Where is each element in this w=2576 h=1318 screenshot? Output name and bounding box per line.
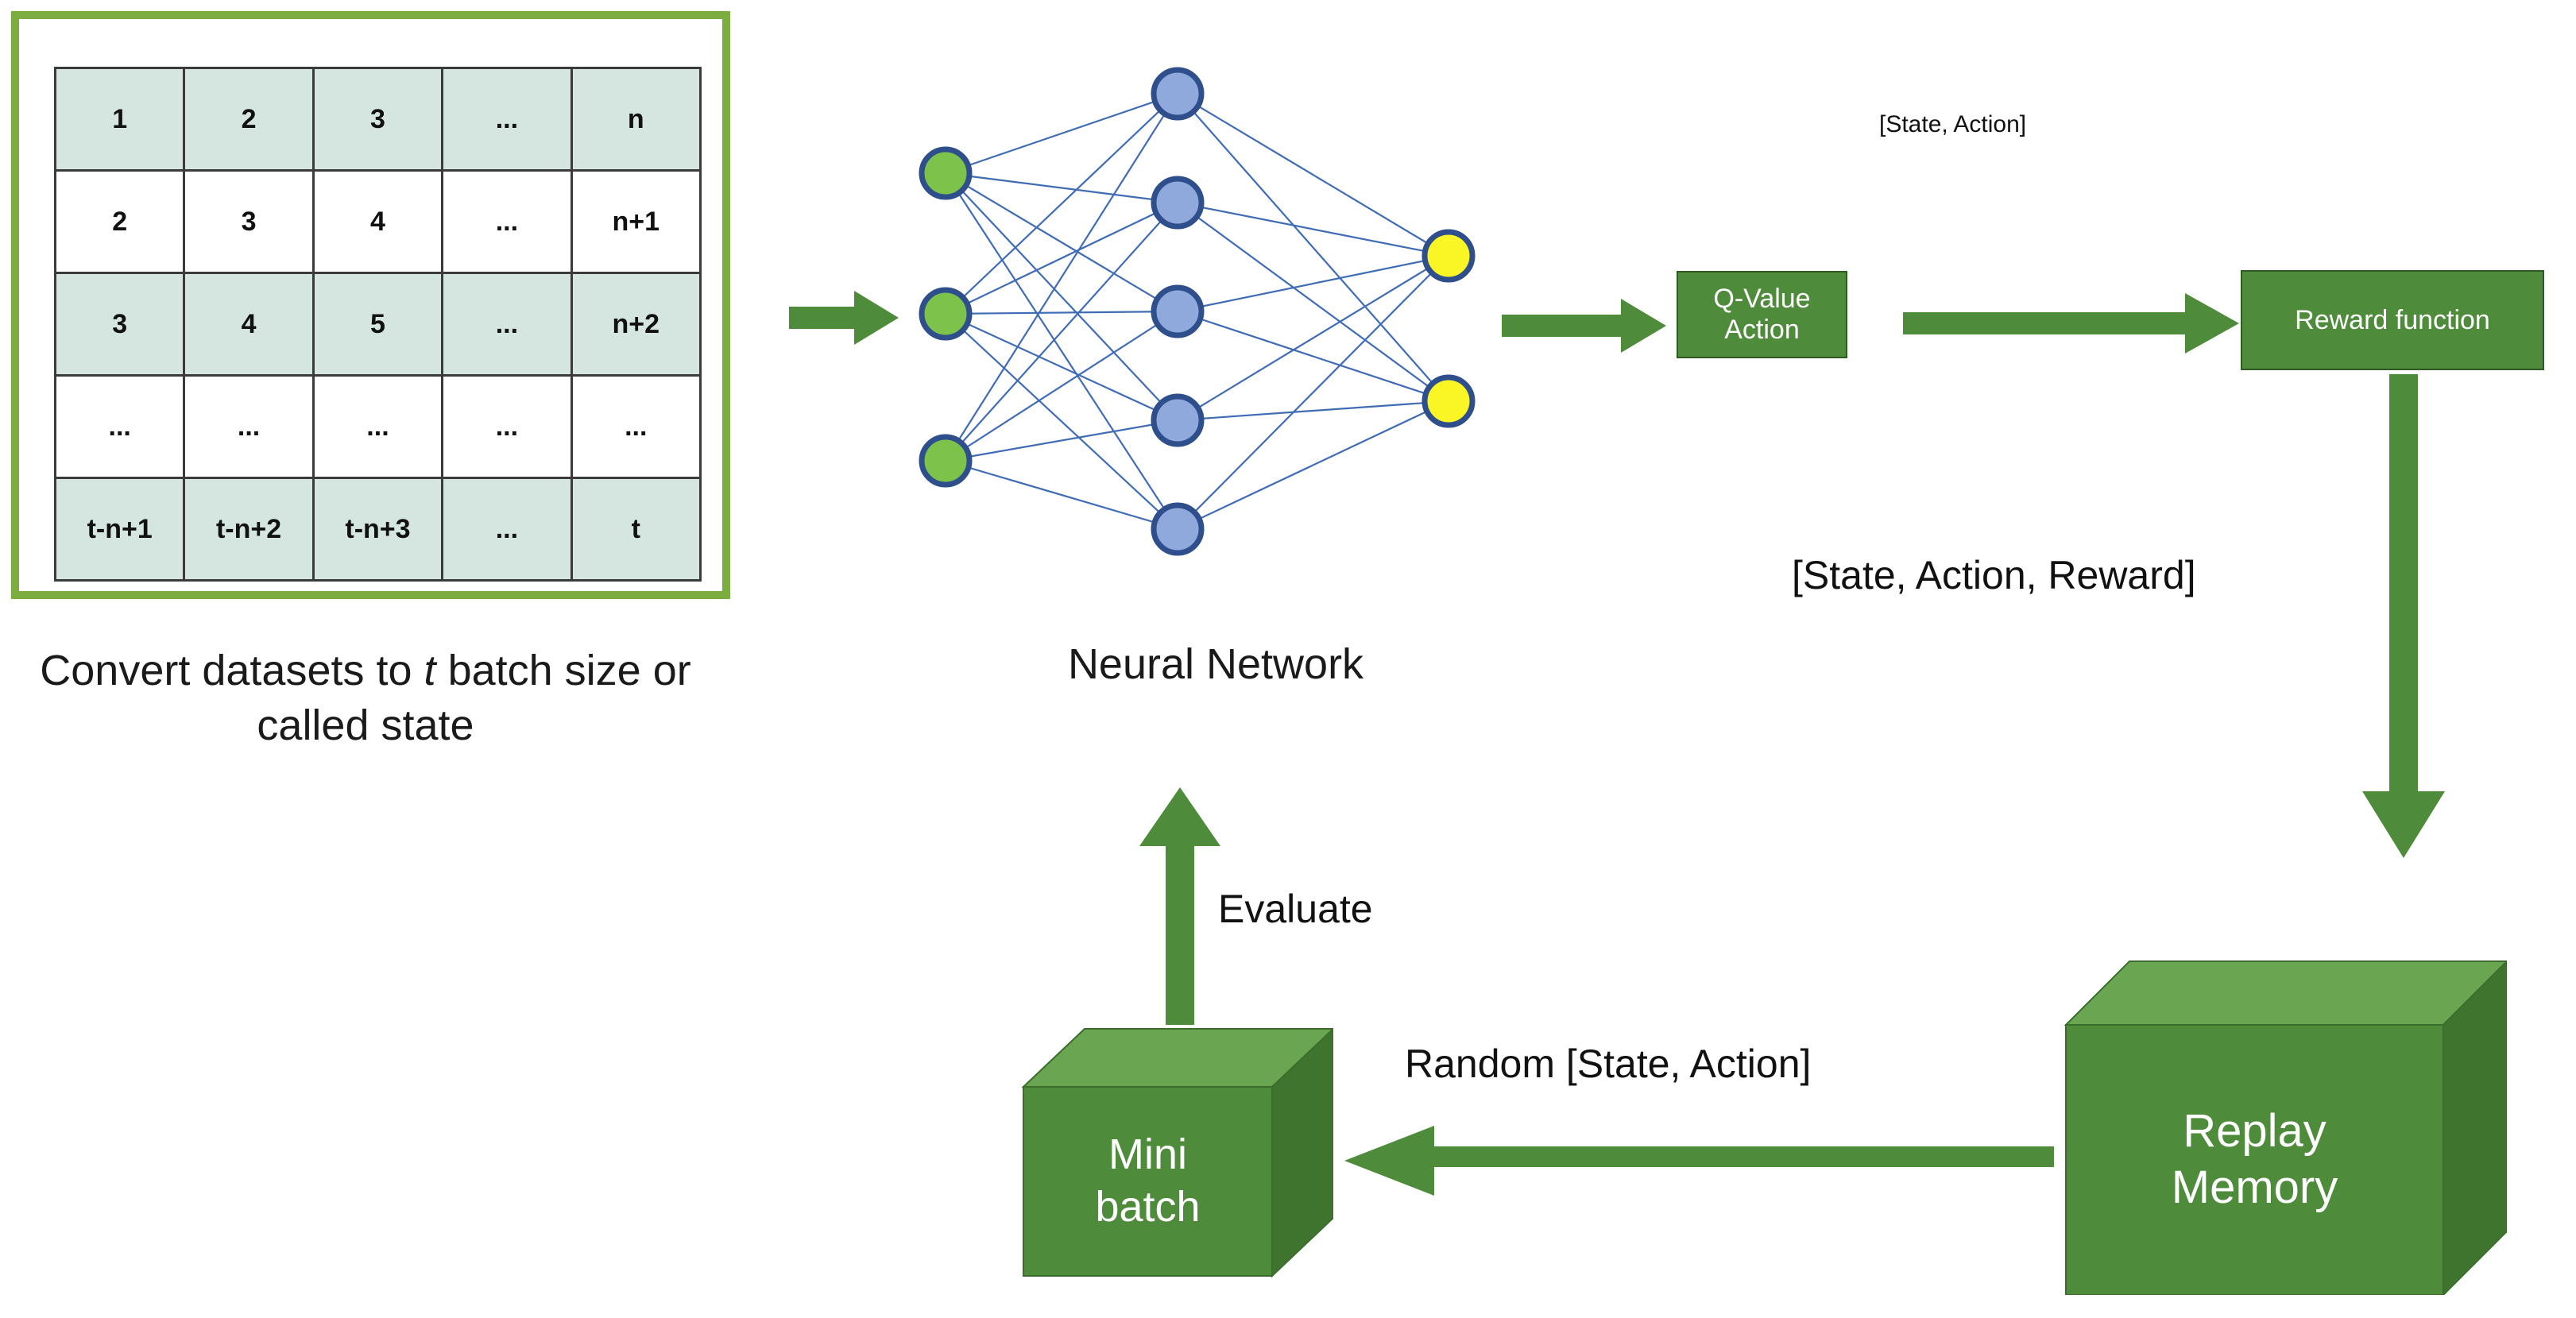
table-row: 2 3 4 ... n+1 xyxy=(53,169,702,274)
arrow-qvalue-to-reward xyxy=(1903,293,2239,354)
output-node xyxy=(1421,374,1476,428)
table-cell: ... xyxy=(441,374,573,479)
table-cell: t-n+3 xyxy=(311,477,444,582)
q-value-action-label: Q-Value Action xyxy=(1713,284,1811,345)
hidden-node xyxy=(1151,67,1205,121)
table-cell: ... xyxy=(183,374,315,479)
hidden-node xyxy=(1151,176,1205,230)
state-action-reward-label: [State, Action, Reward] xyxy=(1792,553,2196,597)
output-node xyxy=(1421,229,1476,283)
caption-text-1: Convert datasets to xyxy=(40,647,424,694)
table-cell: n xyxy=(570,67,702,172)
table-cell: 3 xyxy=(311,67,444,172)
caption-text-2: batch size or called state xyxy=(257,647,691,750)
table-cell: n+2 xyxy=(570,272,702,377)
table-cell: 2 xyxy=(183,67,315,172)
dataset-caption: Convert datasets to t batch size or call… xyxy=(8,644,723,753)
cube-top-face xyxy=(2064,960,2507,1026)
random-state-action-label: Random [State, Action] xyxy=(1405,1042,1812,1086)
table-row: 1 2 3 ... n xyxy=(53,67,702,172)
mini-batch-label-line2: batch xyxy=(1095,1183,1201,1231)
table-cell: 1 xyxy=(53,67,186,172)
arrow-mini-batch-to-network xyxy=(1139,787,1220,1025)
table-row: 3 4 5 ... n+2 xyxy=(53,272,702,377)
neural-network-label: Neural Network xyxy=(1067,640,1364,688)
cube-front-face xyxy=(2065,1024,2444,1295)
dataset-table: 1 2 3 ... n 2 3 4 ... n+1 3 4 5 ... n+2 xyxy=(53,67,702,582)
table-cell: ... xyxy=(311,374,444,479)
hidden-node xyxy=(1151,393,1205,447)
table-row: t-n+1 t-n+2 t-n+3 ... t xyxy=(53,477,702,582)
reward-function-label: Reward function xyxy=(2295,304,2490,335)
caption-emphasis-t: t xyxy=(424,647,436,694)
table-cell: ... xyxy=(441,169,573,274)
arrow-table-to-network xyxy=(789,291,899,345)
table-cell: 4 xyxy=(311,169,444,274)
replay-memory-label-line2: Memory xyxy=(2171,1161,2338,1213)
arrow-network-to-qvalue xyxy=(1502,299,1666,353)
table-cell: t xyxy=(570,477,702,582)
arrow-reward-to-replay-memory xyxy=(2362,374,2445,858)
table-cell: 4 xyxy=(183,272,315,377)
network-edges xyxy=(945,92,1449,531)
input-node xyxy=(919,287,973,341)
hidden-node xyxy=(1151,502,1205,556)
table-cell: 3 xyxy=(183,169,315,274)
state-action-label: [State, Action] xyxy=(1879,111,2027,137)
arrow-replay-memory-to-mini-batch xyxy=(1344,1126,2054,1196)
table-cell: ... xyxy=(570,374,702,479)
input-node xyxy=(919,146,973,200)
table-cell: ... xyxy=(53,374,186,479)
table-cell: ... xyxy=(441,272,573,377)
neural-network-graph xyxy=(858,16,1557,588)
q-value-action-box[interactable]: Q-Value Action xyxy=(1677,271,1847,358)
table-cell: 5 xyxy=(311,272,444,377)
table-cell: ... xyxy=(441,67,573,172)
mini-batch-label-line1: Mini xyxy=(1108,1131,1187,1179)
replay-memory-cube[interactable]: Replay Memory xyxy=(2062,957,2507,1295)
table-cell: 3 xyxy=(53,272,186,377)
input-node xyxy=(919,434,973,488)
table-cell: t-n+2 xyxy=(183,477,315,582)
table-cell: n+1 xyxy=(570,169,702,274)
table-cell: t-n+1 xyxy=(53,477,186,582)
evaluate-label: Evaluate xyxy=(1218,887,1373,931)
table-row: ... ... ... ... ... xyxy=(53,374,702,479)
mini-batch-cube[interactable]: Mini batch xyxy=(1019,1025,1333,1279)
table-cell: ... xyxy=(441,477,573,582)
replay-memory-label-line1: Replay xyxy=(2183,1105,2327,1158)
hidden-node xyxy=(1151,284,1205,338)
reward-function-box[interactable]: Reward function xyxy=(2241,270,2544,370)
table-cell: 2 xyxy=(53,169,186,274)
dataset-table-frame: 1 2 3 ... n 2 3 4 ... n+1 3 4 5 ... n+2 xyxy=(11,11,730,599)
cube-front-face xyxy=(1023,1086,1273,1277)
